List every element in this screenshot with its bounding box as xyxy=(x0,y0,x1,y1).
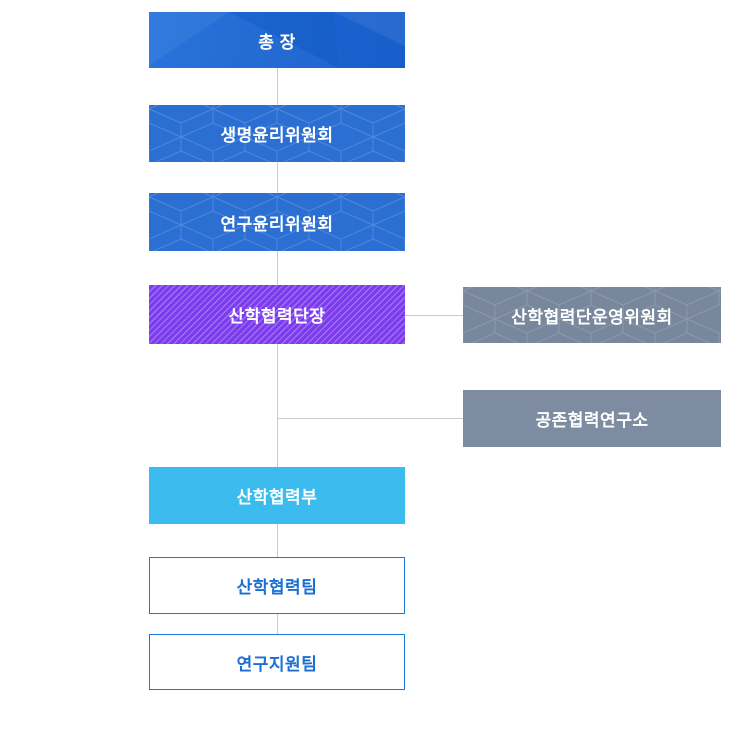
connector-head-operating-committee xyxy=(405,315,463,316)
org-node-iacf-operating-committee: 산학협력단운영위원회 xyxy=(463,287,721,343)
connector-department-team1 xyxy=(277,524,278,557)
org-node-iac-team: 산학협력팀 xyxy=(149,557,405,614)
connector-team1-team2 xyxy=(277,614,278,634)
org-node-label: 연구지원팀 xyxy=(236,654,318,674)
org-node-label: 산학협력단장 xyxy=(228,307,326,326)
org-node-research-support-team: 연구지원팀 xyxy=(149,634,405,690)
org-node-label: 연구윤리위원회 xyxy=(220,214,334,234)
connector-ethics-head xyxy=(277,251,278,285)
org-node-label: 산학협력단운영위원회 xyxy=(511,307,673,327)
org-node-label: 공존협력연구소 xyxy=(535,411,649,430)
connector-head-department xyxy=(277,344,278,467)
connector-bioethics-ethics xyxy=(277,162,278,193)
org-node-iacf-head: 산학협력단장 xyxy=(149,285,405,344)
org-node-label: 총 장 xyxy=(258,32,296,52)
org-node-label: 생명윤리위원회 xyxy=(220,126,334,145)
org-node-label: 산학협력부 xyxy=(236,488,318,507)
org-node-label: 산학협력팀 xyxy=(236,578,318,597)
org-node-iac-department: 산학협력부 xyxy=(149,467,405,524)
connector-president-bioethics xyxy=(277,68,278,105)
org-node-bioethics-committee: 생명윤리위원회 xyxy=(149,105,405,162)
connector-trunk-research-institute xyxy=(277,418,463,419)
org-node-research-ethics-committee: 연구윤리위원회 xyxy=(149,193,405,251)
org-node-coexistence-research-institute: 공존협력연구소 xyxy=(463,390,721,447)
org-node-president: 총 장 xyxy=(149,12,405,68)
